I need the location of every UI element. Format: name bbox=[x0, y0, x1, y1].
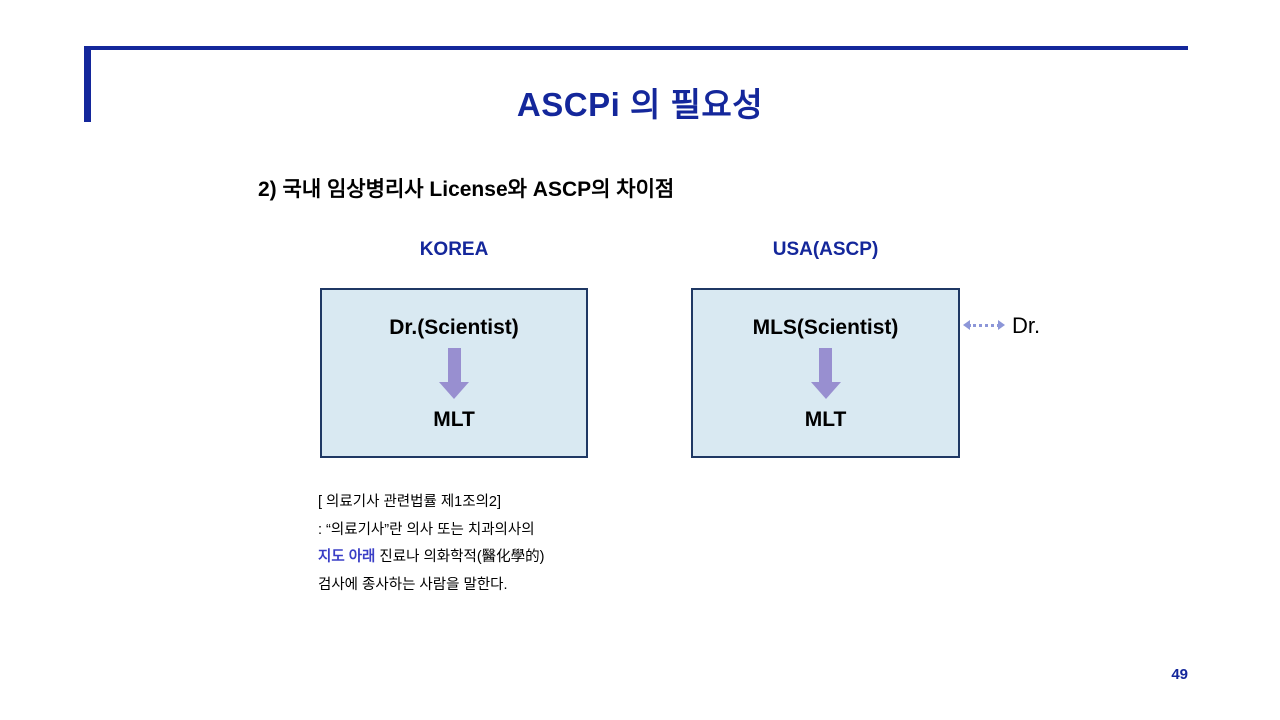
korea-box: Dr.(Scientist) MLT bbox=[320, 288, 588, 458]
dotted-arrow-right-head bbox=[998, 320, 1005, 330]
slide-subtitle: 2) 국내 임상병리사 License와 ASCP의 차이점 bbox=[258, 178, 675, 201]
dotted-arrow-left-head bbox=[963, 320, 970, 330]
usa-box-bottom-label: MLT bbox=[804, 408, 847, 431]
note-line-2: : “의료기사”란 의사 또는 치과의사의 bbox=[318, 521, 535, 538]
dotted-arrow-line bbox=[968, 324, 1000, 327]
dotted-double-arrow-icon bbox=[963, 320, 1005, 332]
usa-box: MLS(Scientist) MLT bbox=[691, 288, 960, 458]
left-accent-bar bbox=[84, 46, 91, 122]
down-arrow-shaft bbox=[447, 348, 461, 382]
page-number: 49 bbox=[1171, 666, 1188, 683]
down-arrow-icon bbox=[810, 348, 841, 399]
usa-box-top-label: MLS(Scientist) bbox=[752, 316, 899, 339]
note-line-3: 지도 아래 진료나 의화학적(醫化學的) bbox=[318, 544, 544, 572]
note-line-3-highlight: 지도 아래 bbox=[318, 549, 376, 565]
down-arrow-icon bbox=[439, 348, 469, 399]
page-title: ASCPi 의 필요성 bbox=[516, 86, 764, 123]
column-header-korea: KOREA bbox=[419, 239, 489, 260]
note-line-4: 검사에 종사하는 사람을 말한다. bbox=[318, 576, 508, 593]
top-rule bbox=[88, 46, 1188, 50]
legal-note: [ 의료기사 관련법률 제1조의2] : “의료기사”란 의사 또는 치과의사의… bbox=[318, 489, 544, 599]
down-arrow-head bbox=[810, 382, 841, 399]
dr-side-label: Dr. bbox=[1012, 313, 1041, 338]
korea-box-top-label: Dr.(Scientist) bbox=[389, 316, 519, 339]
down-arrow-shaft bbox=[819, 348, 832, 382]
note-line-1: [ 의료기사 관련법률 제1조의2] bbox=[318, 494, 502, 510]
korea-box-bottom-label: MLT bbox=[433, 408, 475, 431]
down-arrow-head bbox=[439, 382, 469, 399]
column-header-usa: USA(ASCP) bbox=[772, 239, 879, 260]
note-line-3-rest: 진료나 의화학적(醫化學的) bbox=[375, 549, 545, 565]
